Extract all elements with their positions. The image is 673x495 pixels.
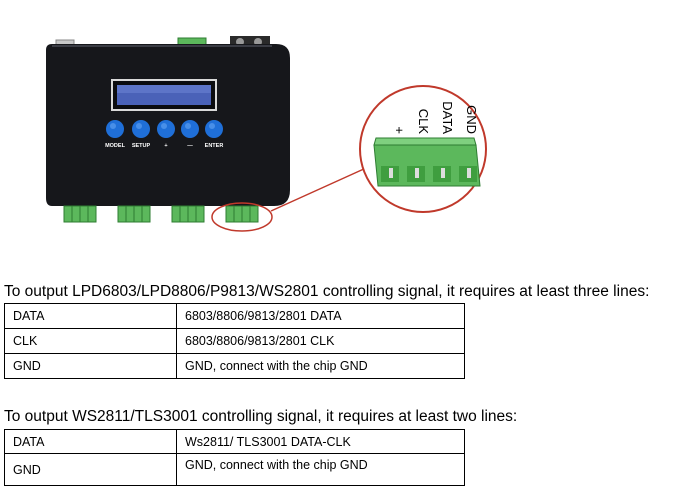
bottom-terminal-2 [117, 205, 151, 223]
description-cell: 6803/8806/9813/2801 CLK [176, 328, 465, 354]
plus-button-highlight [161, 123, 167, 129]
table-row: DATA Ws2811/ TLS3001 DATA-CLK [4, 429, 465, 454]
enter-button-label: ENTER [205, 143, 224, 149]
setup-button-label: SETUP [132, 143, 151, 149]
minus-button-highlight [185, 123, 191, 129]
description-cell: GND, connect with the chip GND [176, 353, 465, 379]
signal-cell: DATA [4, 429, 177, 454]
bottom-terminal-3 [171, 205, 205, 223]
table-row: GND GND, connect with the chip GND [4, 453, 465, 486]
terminal-highlight-ring [211, 202, 273, 232]
plus-button[interactable] [157, 120, 175, 138]
table-row: CLK 6803/8806/9813/2801 CLK [4, 328, 465, 354]
signal-cell: DATA [4, 303, 177, 329]
pin-label-clk: CLK [416, 109, 431, 135]
plus-button-label: + [164, 143, 167, 149]
section1-heading: To output LPD6803/LPD8806/P9813/WS2801 c… [4, 283, 650, 300]
zoom-terminal-block [373, 137, 481, 187]
signal-cell: GND [4, 353, 177, 379]
model-button-highlight [110, 123, 116, 129]
signal-cell: GND [4, 453, 177, 486]
two-line-table: DATA Ws2811/ TLS3001 DATA-CLK GND GND, c… [4, 429, 465, 486]
callout-line [270, 167, 367, 212]
model-button-label: MODEL [105, 143, 126, 149]
pin-label-gnd: GND [464, 105, 479, 134]
three-line-table: DATA 6803/8806/9813/2801 DATA CLK 6803/8… [4, 303, 465, 379]
table-row: GND GND, connect with the chip GND [4, 353, 465, 379]
bottom-terminal-1 [63, 205, 97, 223]
section2-heading: To output WS2811/TLS3001 controlling sig… [4, 408, 518, 425]
setup-button-highlight [136, 123, 142, 129]
pin-label-data: DATA [440, 101, 455, 134]
controller-diagram: MODEL SETUP + — ENTER + CLK DATA GND [46, 36, 487, 232]
minus-button[interactable] [181, 120, 199, 138]
description-cell: GND, connect with the chip GND [176, 453, 465, 486]
bottom-terminal-4 [225, 205, 259, 223]
setup-button[interactable] [132, 120, 150, 138]
table-row: DATA 6803/8806/9813/2801 DATA [4, 303, 465, 329]
model-button[interactable] [106, 120, 124, 138]
enter-button-highlight [209, 123, 215, 129]
pin-label-plus: + [392, 126, 407, 134]
minus-button-label: — [187, 143, 193, 149]
description-cell: 6803/8806/9813/2801 DATA [176, 303, 465, 329]
description-cell: Ws2811/ TLS3001 DATA-CLK [176, 429, 465, 454]
enter-button[interactable] [205, 120, 223, 138]
signal-cell: CLK [4, 328, 177, 354]
